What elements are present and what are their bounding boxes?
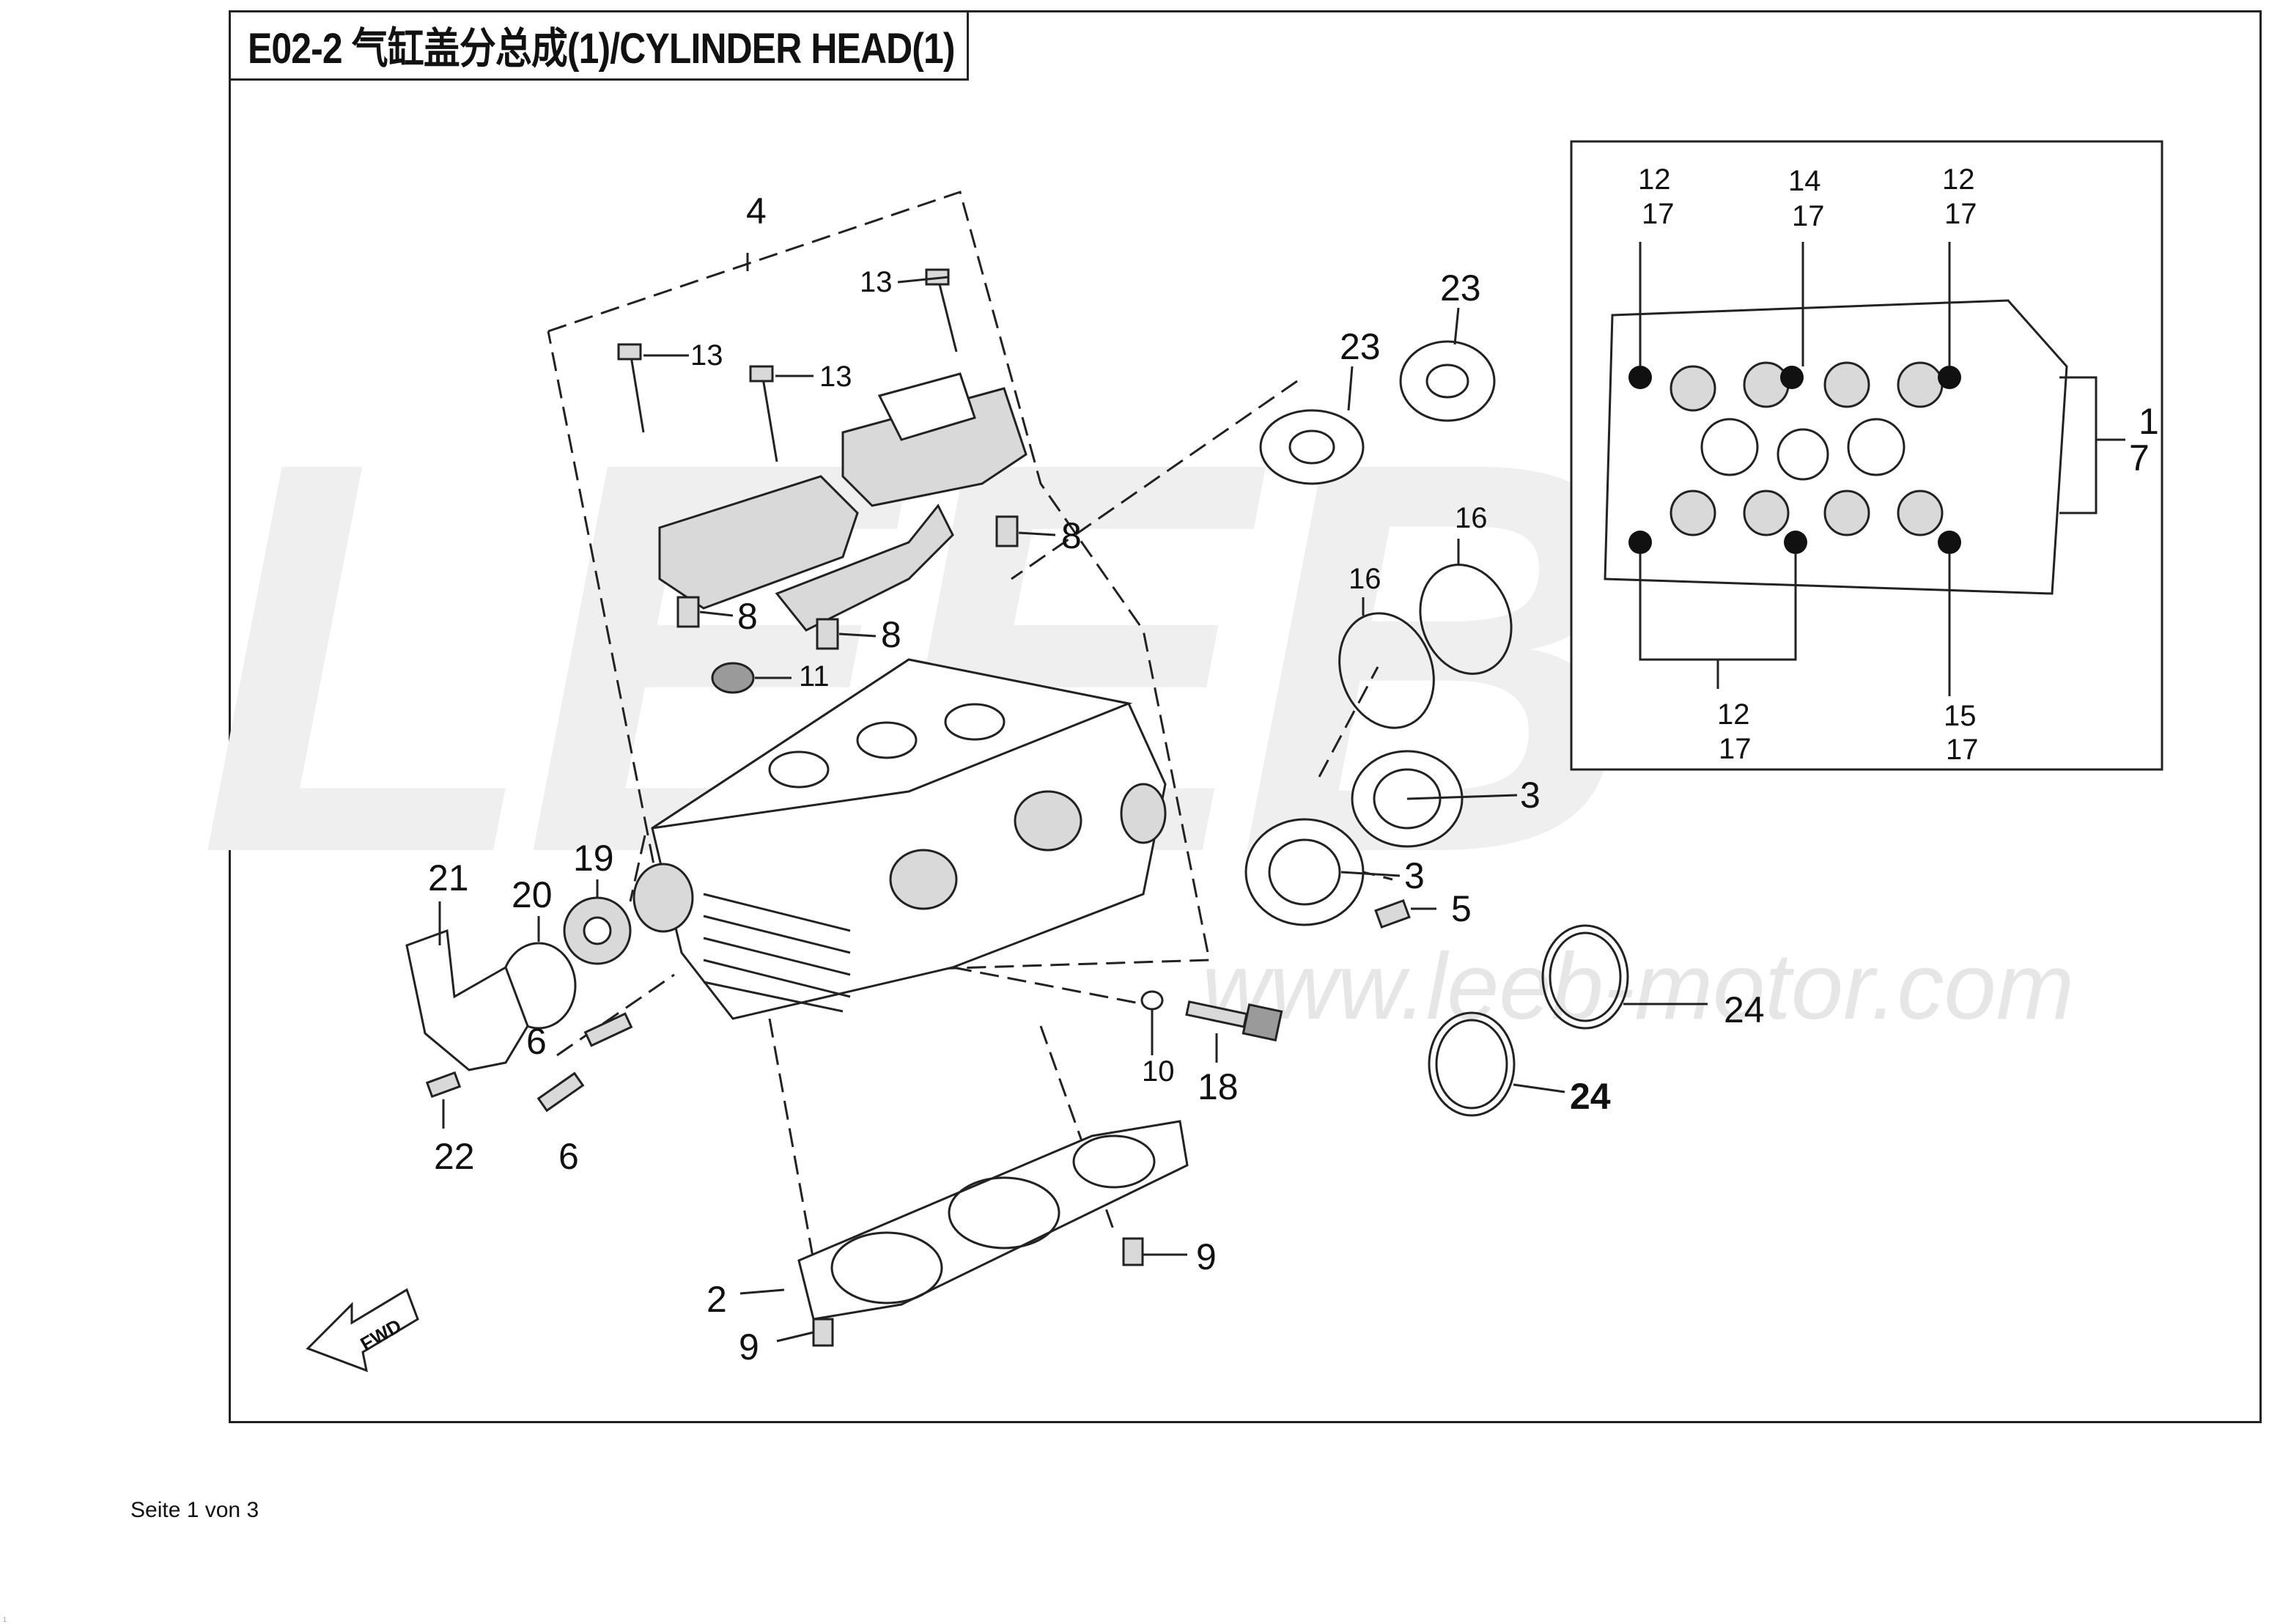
inset-right-7: 7 bbox=[2129, 438, 2150, 479]
callout-23-b: 23 bbox=[1440, 267, 1481, 309]
callout-9-a: 9 bbox=[1196, 1236, 1217, 1277]
watermark-url: www.leeb-motor.com bbox=[1202, 934, 2074, 1039]
inset-head-top-view bbox=[1604, 299, 2068, 595]
oil-seal-11 bbox=[711, 662, 755, 694]
bolt-13-middle bbox=[749, 365, 774, 383]
inset-tr-17: 17 bbox=[1944, 198, 1977, 230]
thermostat-port bbox=[632, 863, 694, 933]
head-gasket-2 bbox=[797, 1120, 1189, 1321]
diagram-frame bbox=[229, 10, 2262, 1423]
callout-23-a: 23 bbox=[1340, 326, 1381, 367]
forward-arrow-icon: FWD bbox=[306, 1288, 419, 1373]
callout-20: 20 bbox=[512, 874, 553, 915]
callout-6-b: 6 bbox=[558, 1136, 579, 1177]
camshaft-cap-right bbox=[841, 387, 1028, 507]
leader-bolt-6 bbox=[556, 973, 675, 1057]
bolt-13-left bbox=[617, 343, 642, 361]
inset-tc-17: 17 bbox=[1792, 200, 1825, 232]
inset-tl-12: 12 bbox=[1638, 163, 1671, 196]
cylinder-head-fins bbox=[703, 893, 851, 1013]
camshaft-cap-left bbox=[658, 475, 859, 610]
bolt-5 bbox=[1374, 898, 1411, 929]
callout-16-a: 16 bbox=[1349, 563, 1381, 595]
callout-8-c: 8 bbox=[881, 614, 901, 655]
bolt-6-upper bbox=[583, 1012, 633, 1047]
callout-5: 5 bbox=[1451, 888, 1472, 929]
bolt-22 bbox=[425, 1071, 462, 1099]
callout-10: 10 bbox=[1142, 1055, 1175, 1088]
oring-24-a bbox=[1428, 1011, 1516, 1117]
exhaust-port-1 bbox=[889, 849, 958, 910]
leader-thermostat bbox=[629, 835, 646, 902]
page-title: E02-2 气缸盖分总成(1)/CYLINDER HEAD(1) bbox=[248, 24, 956, 73]
inset-br-17: 17 bbox=[1946, 734, 1979, 766]
callout-8-a: 8 bbox=[1061, 515, 1082, 556]
inset-bl-12: 12 bbox=[1717, 698, 1750, 731]
exhaust-port-3 bbox=[1120, 783, 1167, 844]
callout-3-a: 3 bbox=[1520, 775, 1541, 816]
inset-tr-12: 12 bbox=[1942, 163, 1975, 196]
leader-sensor bbox=[952, 966, 1144, 1005]
inset-bolt-markers bbox=[1628, 366, 1961, 554]
callout-13-left: 13 bbox=[690, 339, 723, 372]
callout-19: 19 bbox=[573, 838, 614, 879]
inset-right-1: 1 bbox=[2139, 401, 2159, 442]
inset-bl-17: 17 bbox=[1719, 733, 1752, 765]
title-box: E02-2 气缸盖分总成(1)/CYLINDER HEAD(1) bbox=[229, 10, 969, 81]
callout-24-b: 24 bbox=[1724, 989, 1765, 1030]
callout-21: 21 bbox=[428, 857, 469, 898]
callout-2: 2 bbox=[706, 1279, 727, 1320]
callout-13-right: 13 bbox=[860, 266, 893, 298]
callout-22: 22 bbox=[434, 1136, 475, 1177]
thermostat-cover-21 bbox=[405, 929, 529, 1071]
page-footer: Seite 1 von 3 bbox=[130, 1498, 259, 1522]
callout-6-a: 6 bbox=[526, 1021, 547, 1062]
dowel-9-left bbox=[812, 1318, 834, 1347]
callout-24-a: 24 bbox=[1570, 1076, 1611, 1117]
inset-tl-17: 17 bbox=[1642, 198, 1675, 230]
dowel-8-a bbox=[995, 515, 1019, 547]
callout-3-b: 3 bbox=[1404, 855, 1425, 896]
callout-18: 18 bbox=[1198, 1066, 1239, 1107]
leader-gasket-left bbox=[768, 1018, 815, 1261]
leader-23 bbox=[1011, 380, 1298, 580]
callout-4: 4 bbox=[746, 191, 767, 232]
callout-11: 11 bbox=[799, 660, 830, 693]
dowel-8-b bbox=[676, 596, 700, 628]
callout-13-middle: 13 bbox=[819, 361, 852, 393]
oring-24-b bbox=[1541, 924, 1629, 1030]
washer-10 bbox=[1140, 990, 1164, 1011]
callout-16-b: 16 bbox=[1455, 502, 1488, 534]
callout-8-b: 8 bbox=[737, 596, 758, 637]
leader-16 bbox=[1318, 666, 1379, 778]
inset-tc-14: 14 bbox=[1788, 165, 1821, 197]
corner-mark: 1 bbox=[3, 1616, 7, 1623]
bolt-6-lower bbox=[536, 1071, 585, 1112]
clamp-16-b bbox=[1419, 564, 1513, 675]
inset-valve-springs bbox=[1670, 361, 1944, 536]
intake-boot-3-b bbox=[1244, 818, 1365, 926]
callout-9-b: 9 bbox=[739, 1326, 759, 1368]
chain-guide-bracket bbox=[877, 372, 976, 441]
inset-br-15: 15 bbox=[1944, 700, 1977, 732]
exhaust-port-2 bbox=[1014, 790, 1082, 852]
camshaft-cap-center bbox=[775, 503, 954, 632]
dowel-8-c bbox=[816, 618, 839, 650]
dowel-9-right bbox=[1122, 1237, 1144, 1266]
clamp-16-a bbox=[1338, 612, 1435, 729]
